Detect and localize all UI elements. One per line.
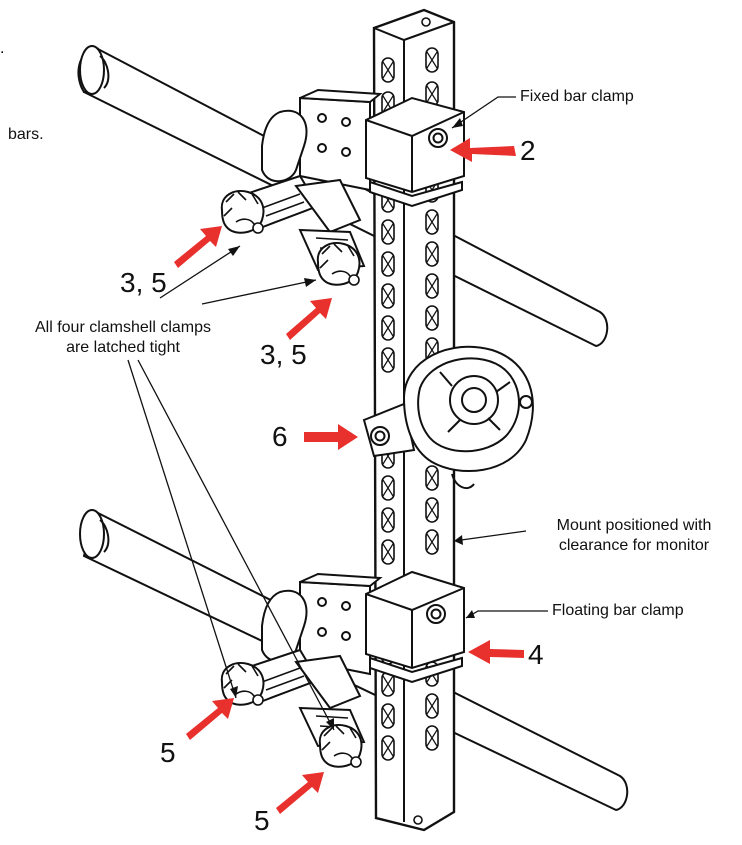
leader-mount-position [453,530,527,542]
upper-clamshell-knob-right [316,241,361,286]
arrow-step-5-right [276,772,324,814]
step-number-3-5-lower: 3, 5 [260,339,307,370]
step-number-5-right: 5 [254,805,270,836]
arrow-step-2 [450,138,516,162]
label-clamps-latched-line2: are latched tight [66,339,180,356]
label-floating-bar-clamp: Floating bar clamp [552,602,684,619]
leader-clamp-lower-left [127,359,237,699]
bars-text-fragment: bars. [8,126,44,143]
arrow-step-6 [304,424,358,450]
step-number-2: 2 [520,135,536,166]
arrow-step-5-left [186,698,234,740]
step-number-6: 6 [272,421,288,452]
label-mount-positioned-line2: clearance for monitor [558,537,710,554]
label-clamps-latched-line1: All four clamshell clamps [34,319,212,336]
label-clamps-latched: All four clamshell clamps are latched ti… [8,318,238,358]
lower-clamshell-knob-right [318,723,363,768]
arrow-step-4 [468,640,524,664]
leader-floating-bar-clamp [465,610,548,619]
monitor-mount [362,345,534,490]
step-number-3-5-upper: 3, 5 [120,267,167,298]
upper-clamshell-clamps [238,109,366,272]
leader-clamp-upper-right [201,279,317,305]
step-number-5-left: 5 [160,737,176,768]
arrow-step-3-5-upper [174,226,222,268]
leader-clamp-upper-left [159,245,241,299]
upper-clamp-assembly [299,88,465,208]
leader-fixed-bar-clamp [451,96,516,129]
cropped-text-mark: . [0,40,5,57]
lower-clamp-assembly [299,570,465,684]
step-number-4: 4 [528,639,544,670]
arrow-step-3-5-lower [286,298,332,340]
label-mount-positioned-line1: Mount positioned with [556,517,712,534]
leader-clamp-lower-right [137,359,335,731]
label-mount-positioned: Mount positioned with clearance for moni… [528,516,740,556]
leader-arrowheads [228,118,475,730]
label-fixed-bar-clamp: Fixed bar clamp [520,88,634,105]
upper-clamshell-knob-left [220,189,265,234]
lower-clamshell-knob-left [220,661,265,706]
step-arrows [174,138,524,814]
